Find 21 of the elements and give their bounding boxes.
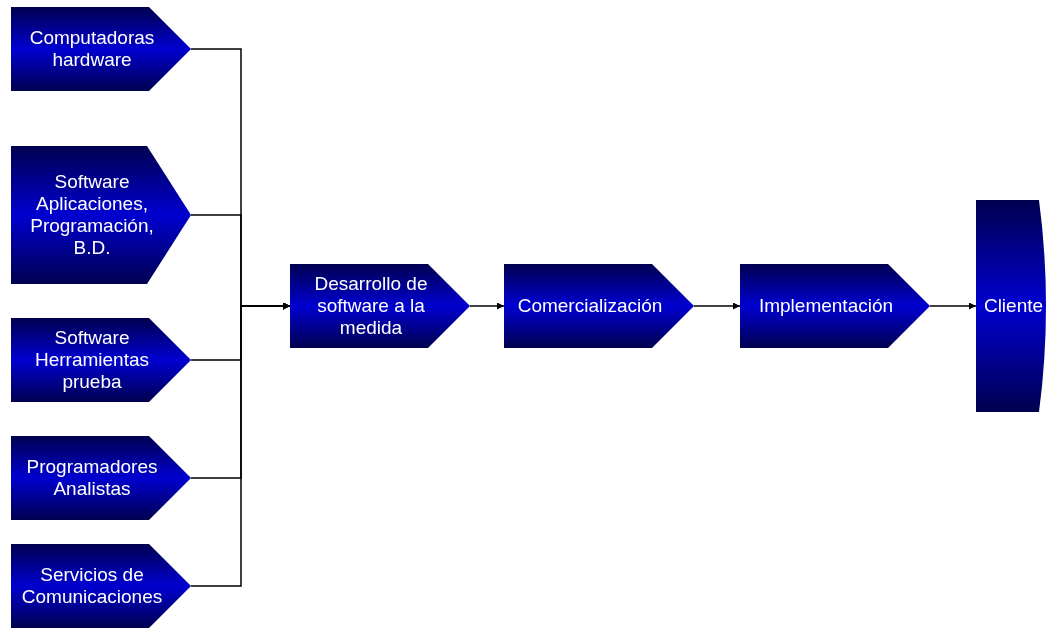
chevron-shape xyxy=(11,146,191,284)
node-label: Comercialización xyxy=(517,295,663,317)
chevron-shape xyxy=(740,264,930,348)
node-label: Desarrollo de software a la medida xyxy=(313,273,429,339)
connector-arrow xyxy=(693,302,741,310)
node-label: Software Herramientas prueba xyxy=(33,327,150,393)
node-label: Software Aplicaciones, Programación, B.D. xyxy=(29,171,155,259)
chevron-shape xyxy=(504,264,694,348)
chevron-shape xyxy=(11,544,191,628)
chevron-shape xyxy=(11,7,191,91)
connector-arrow xyxy=(190,302,291,587)
connector-arrow xyxy=(929,302,977,310)
connector-arrow xyxy=(469,302,505,310)
node-label: Servicios de Comunicaciones xyxy=(20,564,164,608)
chevron-shape xyxy=(11,436,191,520)
node-label: Programadores Analistas xyxy=(25,456,159,500)
node-label: Computadoras hardware xyxy=(28,27,156,71)
node-label: Cliente xyxy=(983,295,1044,317)
chevron-shape xyxy=(290,264,470,348)
chevron-shape xyxy=(11,318,191,402)
node-label: Implementación xyxy=(758,295,894,317)
